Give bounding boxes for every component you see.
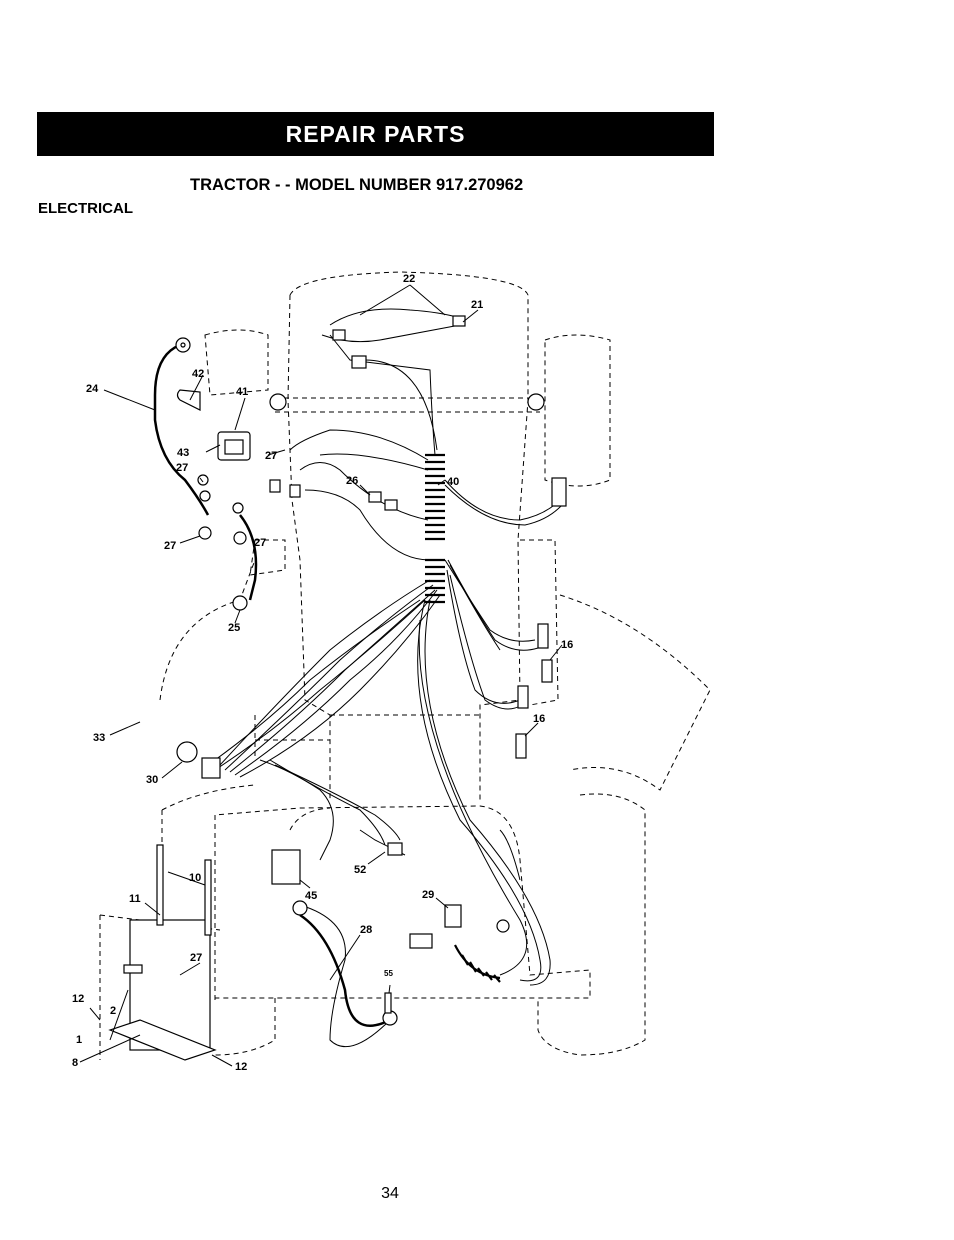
- leader-lines: [79, 284, 563, 1067]
- callout-30: 30: [146, 774, 158, 786]
- callout-52: 52: [354, 864, 366, 876]
- repair-parts-banner: REPAIR PARTS: [37, 112, 714, 156]
- banner-title: REPAIR PARTS: [285, 120, 466, 147]
- callout-22: 22: [403, 273, 415, 285]
- coiled-harness: [425, 453, 501, 983]
- callout-28: 28: [360, 924, 372, 936]
- callout-1: 1: [76, 1034, 82, 1046]
- callout-42: 42: [192, 368, 204, 380]
- callout-labels: 22 21 24 42 41 43 27 27 26 40 27 27 25 1…: [72, 273, 573, 1073]
- callout-21: 21: [471, 299, 483, 311]
- callout-41: 41: [236, 386, 248, 398]
- callout-27-c: 27: [164, 540, 176, 552]
- callout-11: 11: [129, 893, 141, 905]
- components: [108, 315, 567, 1061]
- callout-27-e: 27: [190, 952, 202, 964]
- callout-16-b: 16: [533, 713, 545, 725]
- electrical-diagram: 22 21 24 42 41 43 27 27 26 40 27 27 25 1…: [72, 271, 711, 1073]
- ground-cables: [153, 343, 391, 1027]
- callout-27-d: 27: [254, 537, 266, 549]
- model-title: TRACTOR - - MODEL NUMBER 917.270962: [190, 176, 524, 194]
- callout-10: 10: [189, 872, 201, 884]
- page-number: 34: [381, 1185, 399, 1202]
- callout-12-b: 12: [235, 1061, 247, 1073]
- callout-45: 45: [305, 890, 317, 902]
- callout-29: 29: [422, 889, 434, 901]
- callout-16-a: 16: [561, 639, 573, 651]
- callout-40: 40: [447, 476, 459, 488]
- callout-27-a: 27: [176, 462, 188, 474]
- callout-26: 26: [346, 475, 358, 487]
- callout-2: 2: [110, 1005, 116, 1017]
- callout-24: 24: [86, 383, 99, 395]
- callout-27-b: 27: [265, 450, 277, 462]
- callout-33: 33: [93, 732, 105, 744]
- section-label: ELECTRICAL: [38, 200, 133, 217]
- callout-55: 55: [384, 969, 393, 978]
- wiring-harness: [214, 308, 563, 1048]
- callout-43: 43: [177, 447, 189, 459]
- callout-8: 8: [72, 1057, 78, 1069]
- callout-12-a: 12: [72, 993, 84, 1005]
- callout-25: 25: [228, 622, 240, 634]
